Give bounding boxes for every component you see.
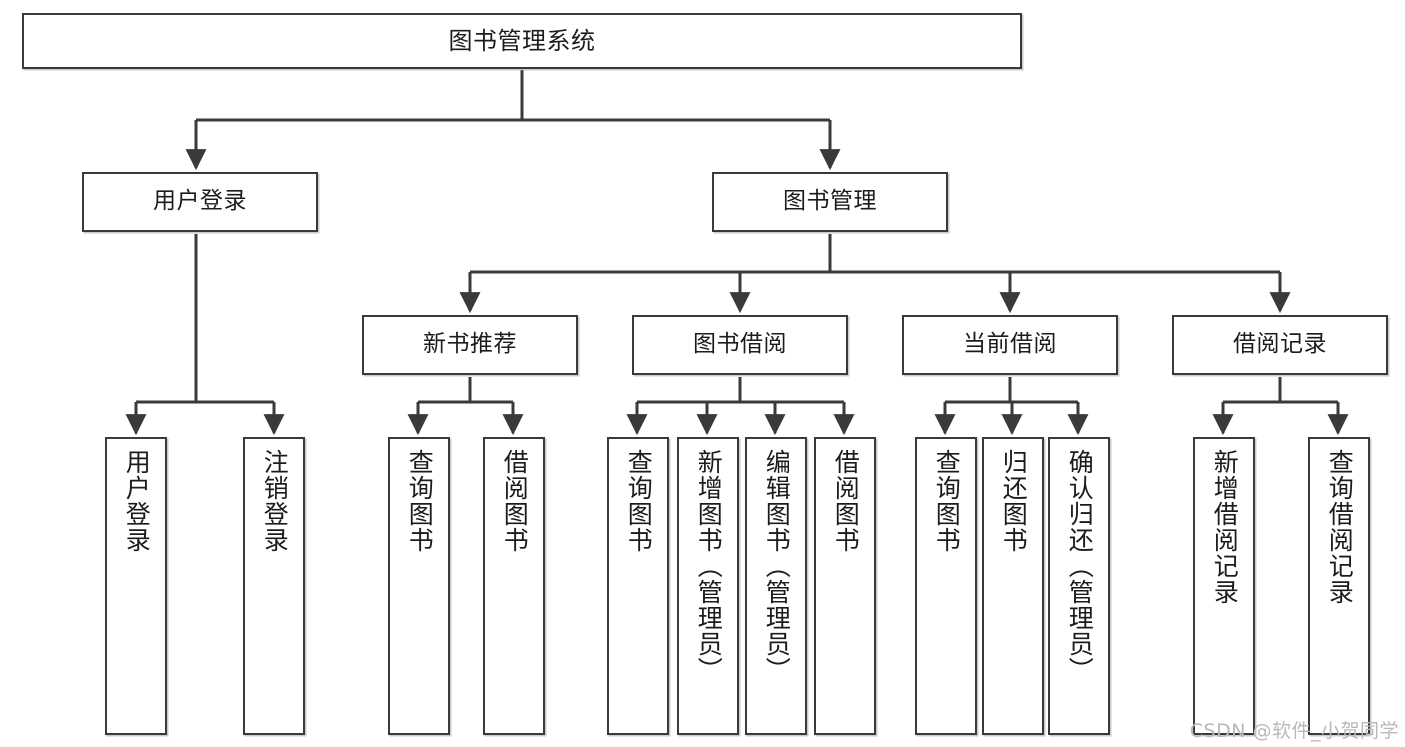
node-label: 图书借阅 bbox=[693, 331, 787, 358]
node-label: 查询借阅记录 bbox=[1325, 449, 1355, 605]
node-current-borrow[interactable]: 当前借阅 bbox=[902, 315, 1118, 375]
node-label: 归还图书 bbox=[999, 449, 1029, 553]
node-leaf-current-confirm-return[interactable]: 确认归还（管理员） bbox=[1048, 437, 1110, 735]
node-leaf-user-login[interactable]: 用户登录 bbox=[105, 437, 167, 735]
node-user-login[interactable]: 用户登录 bbox=[82, 172, 318, 232]
node-leaf-current-return-book[interactable]: 归还图书 bbox=[982, 437, 1044, 735]
node-label: 新增借阅记录 bbox=[1210, 449, 1240, 605]
node-leaf-current-query-book[interactable]: 查询图书 bbox=[915, 437, 977, 735]
node-label: 查询图书 bbox=[405, 449, 435, 553]
node-label: 借阅图书 bbox=[500, 449, 530, 553]
node-new-book-recommend[interactable]: 新书推荐 bbox=[362, 315, 578, 375]
node-label: 注销登录 bbox=[260, 449, 290, 553]
node-leaf-record-add[interactable]: 新增借阅记录 bbox=[1193, 437, 1255, 735]
node-leaf-borrow-edit-book[interactable]: 编辑图书（管理员） bbox=[745, 437, 807, 735]
node-label: 借阅图书 bbox=[831, 449, 861, 553]
node-leaf-borrow-query-book[interactable]: 查询图书 bbox=[607, 437, 669, 735]
node-leaf-borrow-lend-book[interactable]: 借阅图书 bbox=[814, 437, 876, 735]
watermark: CSDN @软件_小贺同学 bbox=[1189, 720, 1399, 742]
node-label: 确认归还（管理员） bbox=[1065, 449, 1095, 683]
node-label: 用户登录 bbox=[153, 188, 247, 215]
node-leaf-recommend-query-book[interactable]: 查询图书 bbox=[388, 437, 450, 735]
node-label: 查询图书 bbox=[932, 449, 962, 553]
node-borrow-record[interactable]: 借阅记录 bbox=[1172, 315, 1388, 375]
node-label: 图书管理 bbox=[783, 188, 877, 215]
node-label: 当前借阅 bbox=[963, 331, 1057, 358]
node-label: 图书管理系统 bbox=[448, 26, 596, 55]
node-label: 新增图书（管理员） bbox=[694, 449, 724, 683]
node-label: 编辑图书（管理员） bbox=[762, 449, 792, 683]
node-label: 借阅记录 bbox=[1233, 331, 1327, 358]
node-leaf-recommend-borrow-book[interactable]: 借阅图书 bbox=[483, 437, 545, 735]
node-book-borrow[interactable]: 图书借阅 bbox=[632, 315, 848, 375]
node-leaf-record-query[interactable]: 查询借阅记录 bbox=[1308, 437, 1370, 735]
node-label: 查询图书 bbox=[624, 449, 654, 553]
node-label: 新书推荐 bbox=[423, 331, 517, 358]
node-leaf-borrow-add-book[interactable]: 新增图书（管理员） bbox=[677, 437, 739, 735]
node-leaf-logout[interactable]: 注销登录 bbox=[243, 437, 305, 735]
node-book-management[interactable]: 图书管理 bbox=[712, 172, 948, 232]
node-book-management-system[interactable]: 图书管理系统 bbox=[22, 13, 1022, 69]
node-label: 用户登录 bbox=[122, 449, 152, 553]
